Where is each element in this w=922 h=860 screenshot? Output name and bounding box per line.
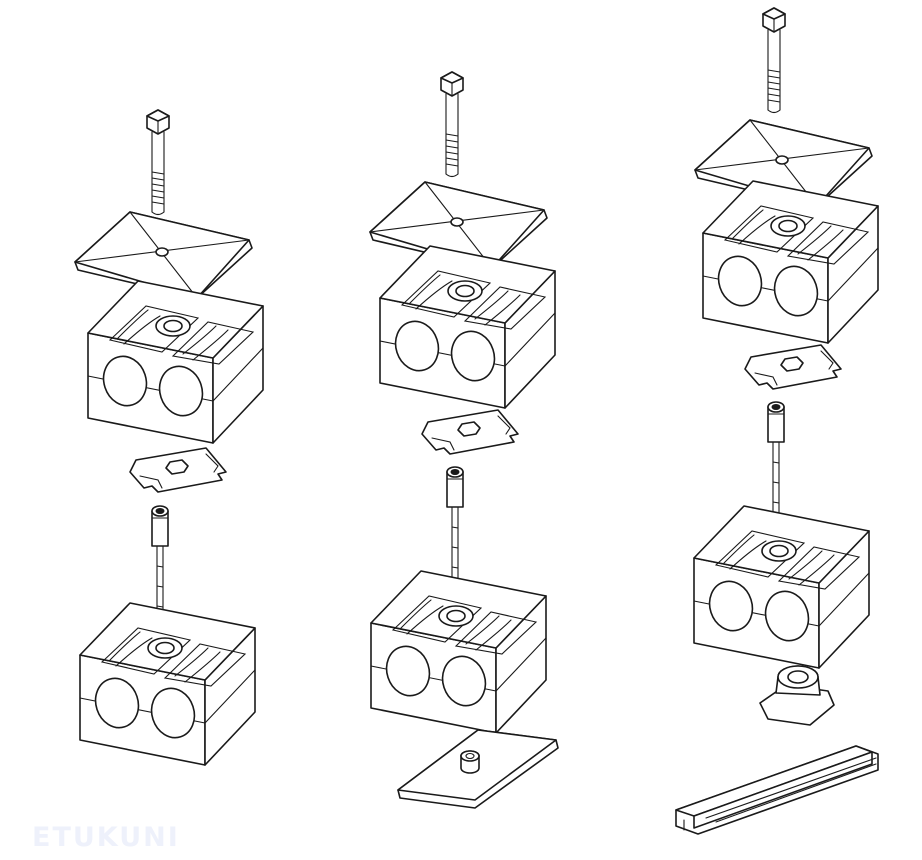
clamp-block-icon	[702, 180, 879, 344]
locking-plate-icon	[744, 344, 842, 390]
weld-plate-icon	[397, 729, 559, 809]
mounting-rail-icon	[675, 745, 879, 835]
clamp-block-icon	[693, 505, 870, 669]
clamp-block-icon	[87, 280, 264, 444]
cover-plate-icon	[74, 211, 253, 299]
threaded-stud-icon	[446, 466, 464, 583]
threaded-stud-icon	[767, 401, 785, 518]
locking-plate-icon	[129, 447, 227, 493]
rail-nut-icon	[759, 665, 835, 726]
locking-plate-icon	[421, 409, 519, 455]
clamp-block-icon	[379, 245, 556, 409]
mounting-rail-assembly	[675, 7, 879, 835]
hex-bolt-icon	[440, 71, 464, 178]
watermark-text: ETUKUNI	[32, 822, 180, 853]
clamp-block-icon	[370, 570, 547, 734]
threaded-stud-icon	[151, 505, 169, 622]
hex-bolt-icon	[146, 109, 170, 216]
weld-plate-assembly	[369, 71, 559, 809]
hex-bolt-icon	[762, 7, 786, 114]
clamp-block-icon	[79, 602, 256, 766]
standard-assembly	[74, 109, 264, 766]
